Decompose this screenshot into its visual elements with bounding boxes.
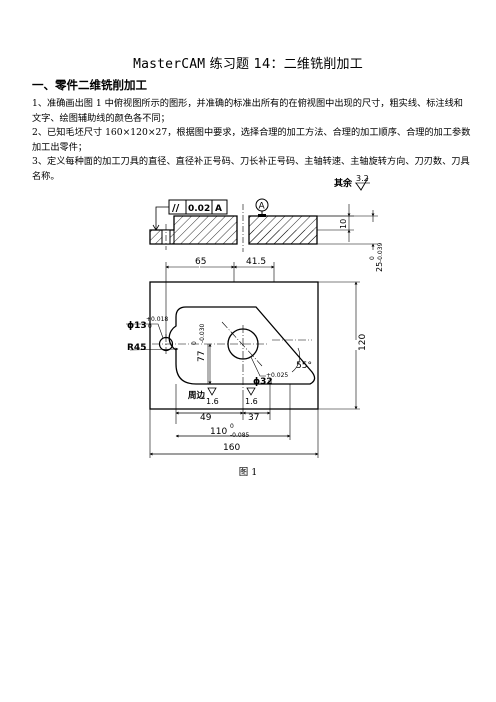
section-view	[149, 204, 318, 252]
section-heading: 一、零件二维铣削加工	[32, 78, 147, 92]
dim-10: 10	[339, 219, 348, 229]
datum-reference: A	[215, 204, 222, 214]
tolerance-value: 0.02	[188, 204, 210, 214]
feature-control-frame: // 0.02 A	[152, 199, 228, 231]
dim-110: 110	[210, 427, 227, 437]
dim-25: 25	[375, 262, 384, 272]
plan-view	[149, 281, 319, 410]
roughness-2: 1.6	[245, 397, 258, 406]
instruction-3: 3、定义每种面的加工刀具的直径、直径补正号码、刀长补正号码、主轴转速、主轴旋转方…	[32, 156, 470, 182]
svg-text:0: 0	[191, 341, 198, 345]
perimeter-label: 周边	[188, 390, 206, 401]
page-title: MasterCAM 练习题 14：二维铣削加工	[133, 57, 363, 72]
dim-41-5: 41.5	[246, 257, 266, 267]
svg-text:-0.039: -0.039	[377, 242, 384, 262]
svg-text:+0.018: +0.018	[146, 316, 168, 323]
flatness-symbol: //	[172, 203, 180, 214]
svg-text:0: 0	[230, 423, 234, 430]
dim-77: 77	[197, 351, 207, 362]
plan-dimensions	[126, 262, 360, 458]
svg-text:-0.030: -0.030	[199, 323, 206, 343]
roughness-symbols	[207, 387, 256, 396]
dim-49: 49	[200, 413, 212, 423]
svg-text:0: 0	[148, 323, 152, 330]
dim-37: 37	[248, 413, 259, 423]
svg-text:+0.025: +0.025	[266, 372, 288, 379]
dim-r45: R45	[127, 343, 146, 353]
dim-phi32: ϕ32	[253, 377, 273, 387]
instructions: 1、准确画出图 1 中俯视图所示的图形，并准确的标准出所有的在俯视图中出现的尺寸…	[32, 97, 472, 185]
svg-text:0: 0	[369, 256, 376, 260]
dim-120: 120	[358, 334, 368, 351]
dim-phi13: ϕ13	[127, 321, 147, 331]
svg-text:0: 0	[268, 379, 272, 386]
instruction-2: 2、已知毛坯尺寸 160×120×27，根据图中要求，选择合理的加工方法、合理的…	[32, 127, 471, 153]
svg-text:其余: 其余	[334, 177, 353, 189]
svg-text:A: A	[259, 202, 266, 212]
svg-text:-0.085: -0.085	[230, 432, 250, 439]
figure-caption: 图 1	[238, 467, 258, 478]
dim-65: 65	[195, 257, 206, 267]
section-dimensions	[317, 204, 378, 250]
datum-symbol: A	[255, 198, 269, 217]
svg-text:3.2: 3.2	[356, 174, 369, 183]
dim-55-deg: 55°	[296, 361, 312, 371]
roughness-1: 1.6	[206, 397, 219, 406]
dim-160: 160	[223, 443, 240, 453]
instruction-1: 1、准确画出图 1 中俯视图所示的图形，并准确的标准出所有的在俯视图中出现的尺寸…	[32, 98, 463, 124]
surface-finish-note: 其余 3.2	[334, 174, 370, 191]
